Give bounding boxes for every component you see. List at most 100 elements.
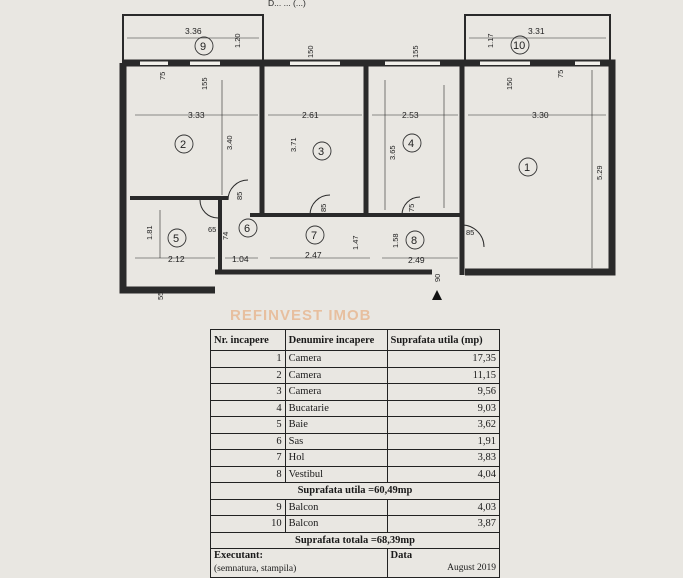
opening-w-bottom: 55	[156, 292, 165, 300]
totala-row: Suprafata totala =68,39mp	[210, 531, 500, 549]
outer-wall-left	[119, 63, 215, 294]
cell-nr: 5	[210, 416, 286, 434]
room-3-circle	[312, 141, 332, 161]
cell-nr: 1	[210, 350, 286, 368]
dimension-lines	[127, 37, 606, 268]
room-7-circle	[305, 225, 325, 245]
cell-area: 11,15	[386, 366, 500, 384]
room-7-number: 7	[311, 230, 317, 242]
room-9-number: 9	[200, 41, 206, 53]
utila-total: Suprafata utila =60,49mp	[210, 482, 500, 500]
cell-name: Camera	[284, 350, 388, 368]
room-10-circle	[510, 35, 530, 55]
dim-room5-height: 1.81	[145, 225, 154, 240]
room-2-number: 2	[180, 139, 186, 151]
cell-name: Camera	[284, 383, 388, 401]
cell-nr: 4	[210, 399, 286, 417]
cell-nr: 6	[210, 432, 286, 450]
cell-area: 4,03	[386, 498, 500, 516]
watermark: REFINVEST IMOB	[230, 307, 372, 320]
cell-name: Camera	[284, 366, 388, 384]
entry-arrow-icon	[432, 290, 442, 300]
cell-nr: 9	[210, 498, 286, 516]
interior-walls	[259, 63, 465, 275]
room-5-circle	[167, 228, 187, 248]
door-arc-2	[227, 179, 249, 201]
dim-room3-width: 2.61	[302, 110, 319, 120]
balcony-9-outline	[122, 14, 264, 64]
opening-d-room5: 65	[208, 225, 216, 234]
cell-name: Balcon	[284, 515, 388, 533]
room-1-number: 1	[524, 162, 530, 174]
opening-w-right: 75	[556, 70, 565, 78]
room-5-number: 5	[173, 233, 179, 245]
data-label: Data	[390, 550, 413, 561]
totala-total: Suprafata totala =68,39mp	[210, 531, 500, 549]
dim-room6-width: 1.04	[232, 254, 249, 264]
room-6-number: 6	[244, 223, 250, 235]
room-4-circle	[402, 133, 422, 153]
dim-room1-width: 3.30	[532, 110, 549, 120]
opening-w-room4: 155	[411, 45, 420, 58]
opening-d-room4: 75	[407, 204, 416, 212]
dim-balcony10-depth: 1.17	[486, 33, 495, 48]
area-table: Nr. incapere Denumire incapere Suprafata…	[210, 329, 500, 578]
cell-name: Hol	[284, 449, 388, 467]
cell-name: Baie	[284, 416, 388, 434]
cell-nr: 10	[210, 515, 286, 533]
window-lines	[140, 60, 600, 67]
header-nr: Nr. incapere	[210, 329, 286, 351]
cell-area: 9,03	[386, 399, 500, 417]
executant-sub: (semnatura, stampila)	[214, 564, 297, 574]
cell-area: 3,83	[386, 449, 500, 467]
cell-name: Sas	[284, 432, 388, 450]
door-arc-3	[309, 194, 331, 216]
opening-d-room2: 85	[235, 192, 244, 200]
room-3-number: 3	[318, 146, 324, 158]
room-2-circle	[174, 134, 194, 154]
cell-nr: 7	[210, 449, 286, 467]
floor-plan: REFINVEST IMOB 3.36 1.20 3.31 1.17 3.33 …	[119, 0, 616, 320]
data-value: August 2019	[447, 563, 496, 573]
opening-w-room1: 150	[505, 77, 514, 90]
table-header-row: Nr. incapere Denumire incapere Suprafata…	[210, 329, 500, 351]
room-8-number: 8	[411, 235, 417, 247]
room-4-number: 4	[408, 138, 414, 150]
cell-nr: 8	[210, 465, 286, 483]
executant-label: Executant:	[214, 550, 263, 561]
cell-nr: 2	[210, 366, 286, 384]
dim-room2-width: 3.33	[188, 110, 205, 120]
opening-w-room3: 150	[306, 45, 315, 58]
room-1-circle	[518, 157, 538, 177]
header-area: Suprafata utila (mp)	[386, 329, 500, 351]
door-arc-1	[461, 224, 485, 248]
cell-name: Vestibul	[284, 465, 388, 483]
opening-w-room2: 155	[200, 77, 209, 90]
opening-d-entry: 90	[433, 274, 442, 282]
dim-room8-height: 1.58	[391, 233, 400, 248]
opening-d-room3: 85	[319, 204, 328, 212]
interior-walls-h	[130, 196, 462, 272]
door-arc-5	[199, 199, 219, 219]
dim-room1-height: 5.29	[595, 165, 604, 180]
cell-area: 4,04	[386, 465, 500, 483]
dim-room8-width: 2.49	[408, 255, 425, 265]
dim-room4-height: 3.65	[388, 145, 397, 160]
dim-room5-width: 2.12	[168, 254, 185, 264]
room-9-circle	[194, 36, 214, 56]
door-arc-4	[401, 196, 421, 216]
room-6-circle	[238, 218, 258, 238]
dim-room7-height: 1.47	[351, 235, 360, 250]
dim-balcony9-width: 3.36	[185, 26, 202, 36]
header-name: Denumire incapere	[284, 329, 388, 351]
opening-d-room6: 74	[221, 232, 230, 240]
